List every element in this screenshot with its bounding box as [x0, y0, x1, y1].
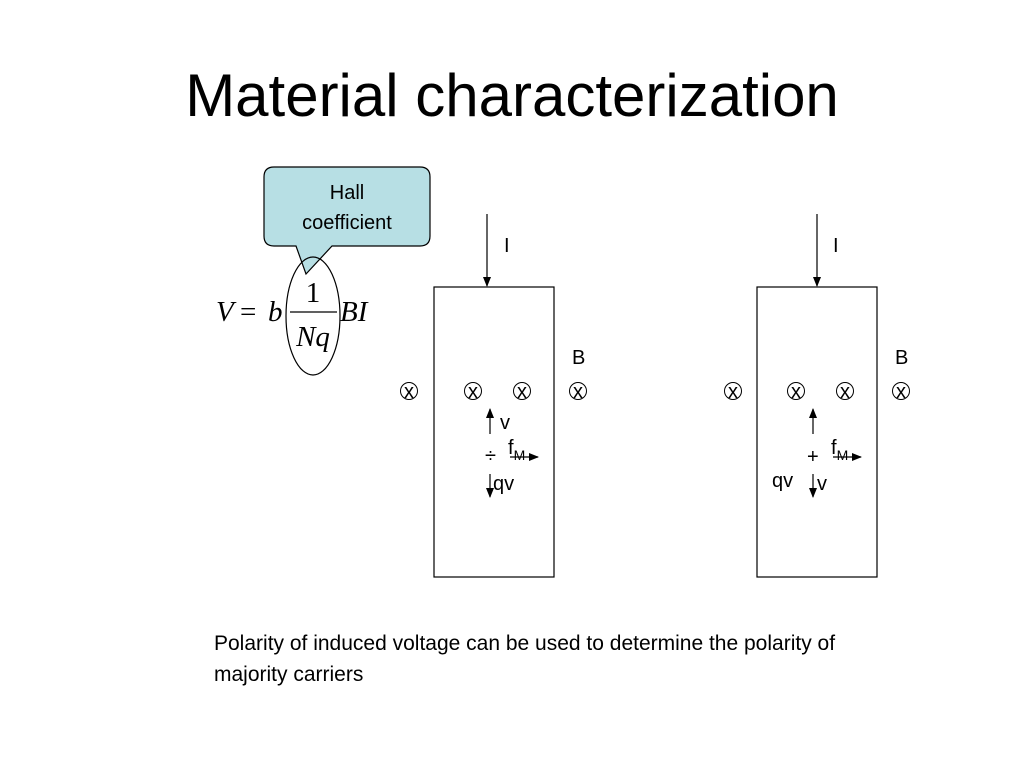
force-label: fM — [831, 437, 848, 463]
hall-voltage-equation: V = b 1 Nq BI — [216, 256, 369, 376]
caption-text: Polarity of induced voltage can be used … — [214, 632, 836, 686]
field-label: B — [895, 347, 908, 369]
sample-bar — [756, 286, 878, 578]
hall-panel-left: I B x x x x v ÷ fM qv — [400, 214, 587, 578]
hall-panel-right: I B x x x x + fM qv v — [724, 214, 910, 578]
sample-bar — [433, 286, 555, 578]
eq-numerator: 1 — [306, 277, 321, 309]
callout-line-2: coefficient — [302, 212, 392, 234]
svg-text:x: x — [404, 381, 414, 403]
field-cross-symbol: x — [400, 381, 418, 403]
svg-text:x: x — [896, 381, 906, 403]
velocity-label: v — [500, 412, 510, 434]
eq-coefficient: b — [268, 296, 283, 328]
svg-text:x: x — [840, 381, 850, 403]
velocity-label: v — [817, 473, 827, 495]
svg-text:x: x — [517, 381, 527, 403]
field-cross-symbol: x — [569, 381, 587, 403]
svg-text:x: x — [791, 381, 801, 403]
svg-text:x: x — [468, 381, 478, 403]
field-cross-symbol: x — [724, 381, 742, 403]
current-label: I — [833, 235, 839, 257]
field-cross-symbol: x — [513, 381, 531, 403]
coefficient-ellipse — [285, 256, 341, 376]
qv-label: qv — [772, 470, 793, 492]
field-label: B — [572, 347, 585, 369]
qv-label: qv — [493, 473, 514, 495]
slide-title: Material characterization — [185, 62, 839, 129]
svg-text:x: x — [728, 381, 738, 403]
eq-lhs: V — [216, 296, 237, 328]
field-cross-symbol: x — [836, 381, 854, 403]
current-label: I — [504, 235, 510, 257]
eq-equals: = — [240, 296, 256, 328]
charge-sign: ÷ — [485, 445, 496, 467]
svg-text:x: x — [573, 381, 583, 403]
field-cross-symbol: x — [787, 381, 805, 403]
field-cross-symbol: x — [892, 381, 910, 403]
callout-line-1: Hall — [330, 182, 364, 204]
eq-rhs: BI — [340, 296, 369, 328]
eq-denominator: Nq — [295, 321, 330, 353]
callout-bubble — [263, 166, 431, 276]
field-cross-symbol: x — [464, 381, 482, 403]
hall-coefficient-callout: Hall coefficient — [263, 166, 431, 276]
force-label: fM — [508, 437, 525, 463]
charge-sign: + — [807, 446, 819, 468]
